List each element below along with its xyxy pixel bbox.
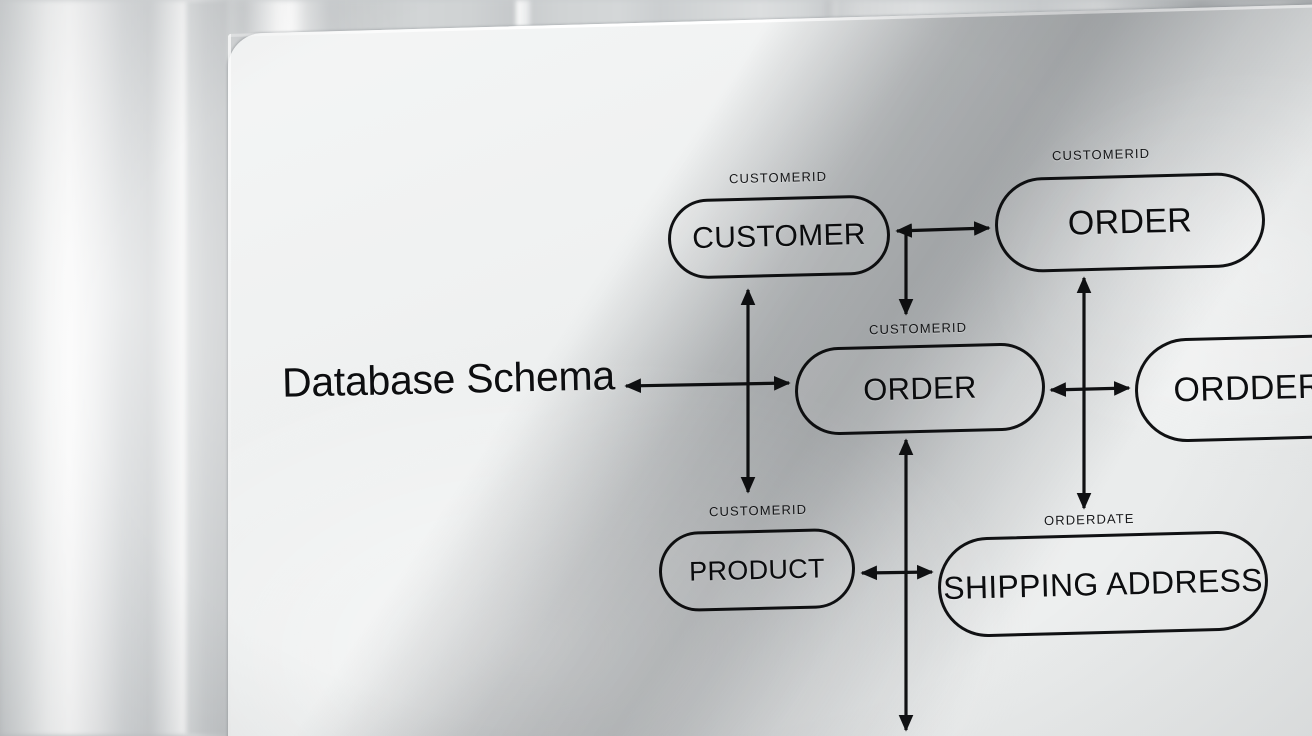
node-order-mid-text: ORDER <box>862 369 978 408</box>
background-blind-stripe-1 <box>186 0 228 736</box>
node-order-mid[interactable]: ORDER <box>793 341 1047 437</box>
whiteboard-left-edge <box>228 33 231 736</box>
node-order-top-text: ORDER <box>1067 201 1193 243</box>
node-shipping-address[interactable]: SHIPPING ADDRESS <box>936 529 1270 639</box>
node-ordder-text: ORDDER <box>1172 366 1312 409</box>
node-order-top[interactable]: ORDER <box>993 171 1267 274</box>
node-customer[interactable]: CUSTOMER <box>667 194 891 280</box>
node-product-text: PRODUCT <box>688 552 826 587</box>
node-product[interactable]: PRODUCT <box>658 527 856 613</box>
node-shipping-address-text: SHIPPING ADDRESS <box>942 561 1264 606</box>
node-ordder[interactable]: ORDDER <box>1133 332 1312 444</box>
node-customer-text: CUSTOMER <box>691 217 867 256</box>
